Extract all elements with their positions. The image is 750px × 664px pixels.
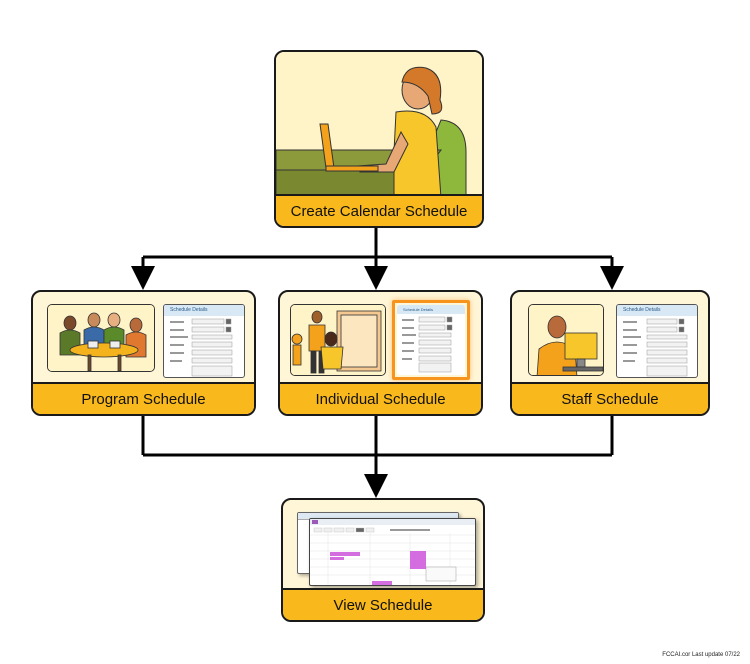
hair-salon-illustration: [290, 304, 386, 376]
meeting-people-icon: [48, 305, 154, 371]
calendar-screenshot-front: [309, 518, 476, 586]
node-view-schedule: View Schedule: [281, 498, 485, 622]
node-label-create: Create Calendar Schedule: [276, 194, 482, 226]
node-label-individual: Individual Schedule: [280, 382, 481, 414]
node-label-program: Program Schedule: [33, 382, 254, 414]
footer-text: FCCAI.cor Last update 07/22: [662, 652, 740, 658]
program-schedule-form: Schedule Details: [163, 304, 245, 378]
node-program-schedule: Schedule Details Program Schedule: [31, 290, 256, 416]
form-title: Schedule Details: [397, 305, 465, 314]
staff-schedule-form: Schedule Details: [616, 304, 698, 378]
form-fields-icon: [402, 316, 453, 373]
form-fields-icon: [623, 318, 688, 377]
staff-at-computer-illustration: [528, 304, 604, 376]
node-label-view: View Schedule: [283, 588, 483, 620]
node-label-staff: Staff Schedule: [512, 382, 708, 414]
node-staff-schedule: Schedule Details Staff Schedule: [510, 290, 710, 416]
staff-computer-icon: [529, 305, 603, 375]
individual-schedule-form: Schedule Details: [397, 305, 465, 375]
group-meeting-illustration: [47, 304, 155, 372]
form-title: Schedule Details: [617, 305, 697, 316]
form-fields-icon: [170, 318, 233, 377]
woman-at-laptop-illustration: [276, 52, 482, 198]
stylist-client-icon: [291, 305, 385, 375]
node-individual-schedule: Schedule Details Individual Sc: [278, 290, 483, 416]
node-create-calendar-schedule: Create Calendar Schedule: [274, 50, 484, 228]
form-title: Schedule Details: [164, 305, 244, 316]
calendar-week-view-icon: [310, 519, 475, 585]
highlight-frame: Schedule Details: [392, 300, 470, 380]
